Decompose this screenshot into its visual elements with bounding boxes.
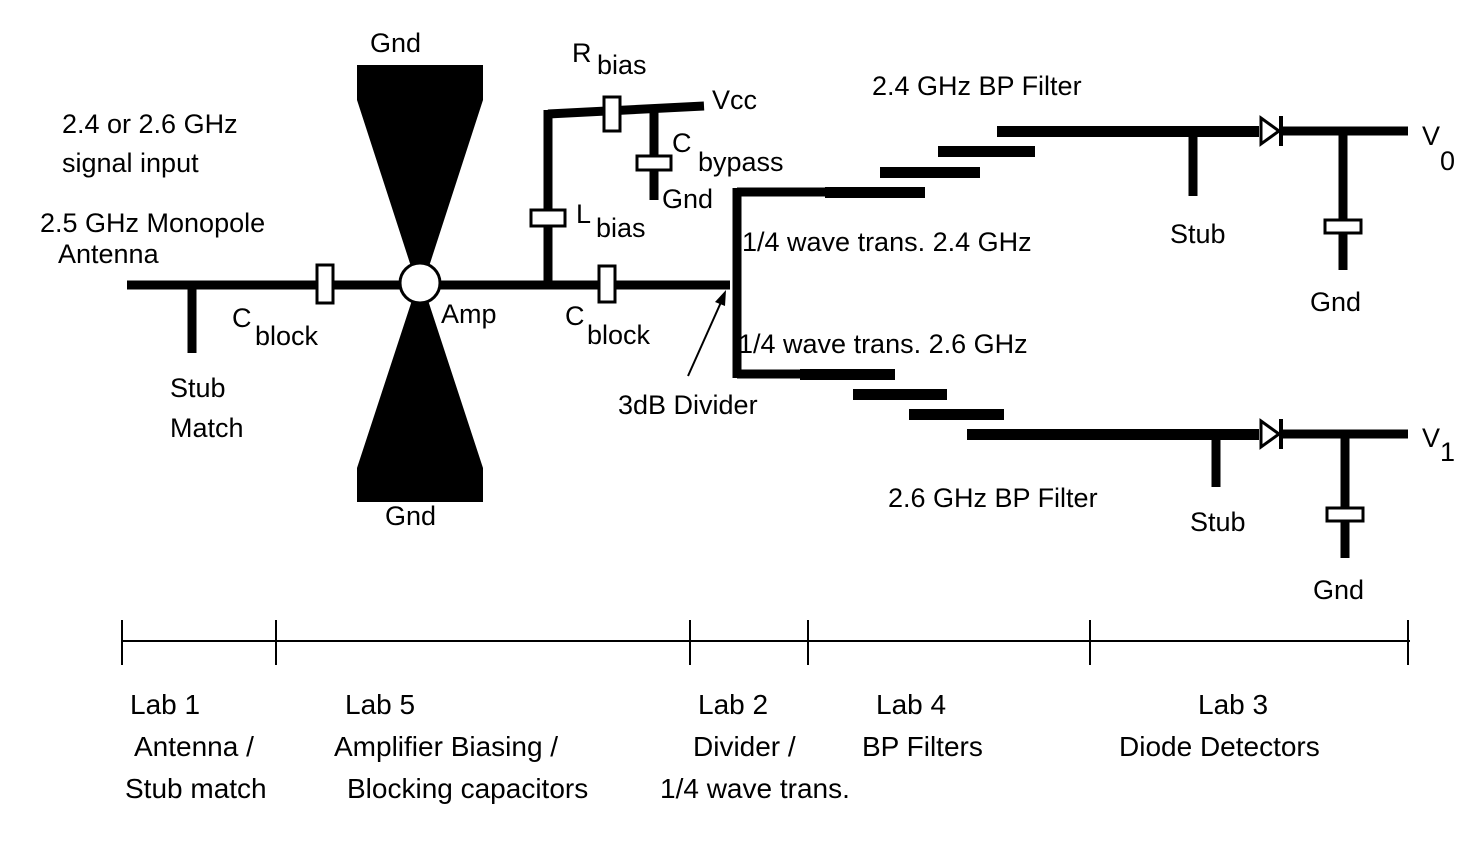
- stub-match-label-line1: Stub: [170, 373, 226, 403]
- amplifier-ground-pad-top: [357, 65, 483, 285]
- v0-subscript: 0: [1440, 146, 1455, 176]
- lab-4-line2: BP Filters: [862, 731, 983, 762]
- filter-26-section: [800, 369, 1408, 558]
- filter-24-label: 2.4 GHz BP Filter: [872, 71, 1082, 101]
- lab-1-line2: Antenna /: [134, 731, 254, 762]
- filter-24-section-3: [938, 146, 1035, 157]
- filter-26-section-2: [853, 389, 947, 400]
- bias-line-horizontal: [547, 101, 705, 119]
- vcc-label: Vcc: [712, 85, 757, 115]
- gnd-bottom-label: Gnd: [385, 501, 436, 531]
- c-block-2-label: C: [565, 301, 585, 331]
- lab-2-title: Lab 2: [698, 689, 768, 720]
- filter-26-section-3: [909, 409, 1004, 420]
- c-block-1-subscript: block: [255, 321, 319, 351]
- filter-26-label: 2.6 GHz BP Filter: [888, 483, 1098, 513]
- lab-1-label: Lab 1 Antenna / Stub match: [125, 689, 267, 804]
- amplifier-section: [357, 65, 730, 502]
- filter-26-section-1: [800, 369, 895, 380]
- lab-1-line3: Stub match: [125, 773, 267, 804]
- stub-top-label: Stub: [1170, 219, 1226, 249]
- c-block-capacitor-1: [315, 263, 335, 305]
- amplifier-ground-pad-bottom: [357, 285, 483, 502]
- stub-bottom-label: Stub: [1190, 507, 1246, 537]
- c-block-capacitor-2: [597, 264, 617, 304]
- gnd-det-top-label: Gnd: [1310, 287, 1361, 317]
- detector-bottom-capacitor: [1325, 506, 1365, 523]
- lab-timeline: [121, 620, 1410, 665]
- filter-24-section-2: [880, 167, 980, 178]
- gnd-top-label: Gnd: [370, 28, 421, 58]
- c-bypass-capacitor: [635, 154, 673, 172]
- diode-bottom-icon: [1259, 418, 1282, 450]
- bias-network: [529, 95, 705, 304]
- input-label-line1: 2.4 or 2.6 GHz: [62, 109, 238, 139]
- detector-top-capacitor: [1323, 218, 1363, 235]
- divider-arrow: [687, 299, 723, 377]
- c-block-1-label: C: [232, 303, 252, 333]
- antenna-label-line1: 2.5 GHz Monopole: [40, 208, 265, 238]
- divider-label: 3dB Divider: [618, 390, 758, 420]
- divider-arrowhead: [715, 290, 726, 306]
- lab-5-label: Lab 5 Amplifier Biasing / Blocking capac…: [334, 689, 588, 804]
- input-label-line2: signal input: [62, 148, 199, 178]
- v0-label: V: [1422, 121, 1440, 151]
- filter-24-section: [825, 115, 1408, 270]
- lab-2-line3: 1/4 wave trans.: [660, 773, 850, 804]
- v1-label: V: [1422, 423, 1440, 453]
- r-bias-resistor: [602, 95, 622, 133]
- c-block-2-subscript: block: [587, 320, 651, 350]
- diode-top-icon: [1259, 115, 1282, 147]
- lab-3-title: Lab 3: [1198, 689, 1268, 720]
- lab-4-title: Lab 4: [876, 689, 946, 720]
- divider-section: [687, 187, 825, 379]
- c-bypass-subscript: bypass: [698, 147, 784, 177]
- filter-24-section-4: [997, 126, 1259, 137]
- amp-label: Amp: [441, 299, 497, 329]
- l-bias-inductor: [529, 208, 567, 228]
- c-bypass-label: C: [672, 128, 692, 158]
- lab-1-title: Lab 1: [130, 689, 200, 720]
- lab-5-line3: Blocking capacitors: [347, 773, 588, 804]
- quarter-wave-26-label: 1/4 wave trans. 2.6 GHz: [738, 329, 1028, 359]
- gnd-bypass-label: Gnd: [662, 184, 713, 214]
- lab-2-line2: Divider /: [693, 731, 796, 762]
- antenna-section: [127, 263, 400, 353]
- lab-5-line2: Amplifier Biasing /: [334, 731, 558, 762]
- antenna-label-line2: Antenna: [58, 239, 160, 269]
- amplifier-symbol: [398, 261, 442, 305]
- l-bias-subscript: bias: [596, 213, 646, 243]
- r-bias-subscript: bias: [597, 50, 647, 80]
- lab-5-title: Lab 5: [345, 689, 415, 720]
- filter-24-section-1: [825, 187, 925, 198]
- gnd-det-bottom-label: Gnd: [1313, 575, 1364, 605]
- v1-subscript: 1: [1440, 437, 1455, 467]
- quarter-wave-24-label: 1/4 wave trans. 2.4 GHz: [742, 227, 1032, 257]
- lab-3-line2: Diode Detectors: [1119, 731, 1320, 762]
- l-bias-label: L: [576, 199, 591, 229]
- lab-2-label: Lab 2 Divider / 1/4 wave trans.: [660, 689, 850, 804]
- lab-3-label: Lab 3 Diode Detectors: [1119, 689, 1320, 762]
- r-bias-label: R: [572, 38, 592, 68]
- filter-26-section-4: [967, 429, 1259, 440]
- lab-4-label: Lab 4 BP Filters: [862, 689, 983, 762]
- stub-match-label-line2: Match: [170, 413, 244, 443]
